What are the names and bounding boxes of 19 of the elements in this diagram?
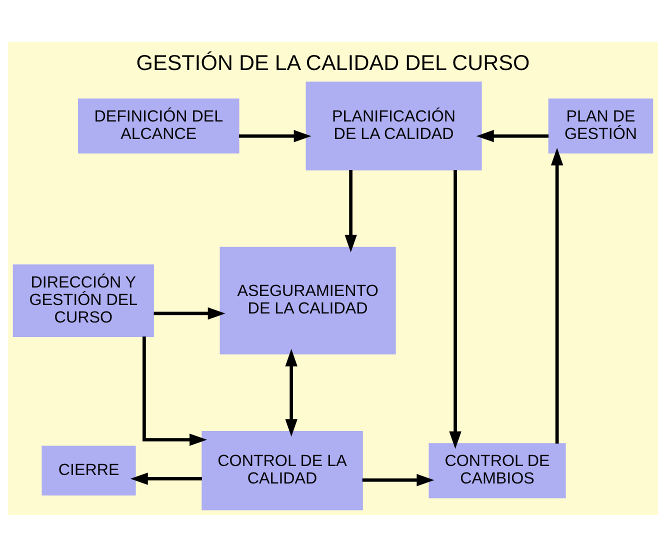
arrow [285,348,298,437]
node-box: DEFINICIÓN DEL ALCANCE [78,98,240,154]
node-box: ASEGURAMIENTO DE LA CALIDAD [220,246,396,354]
node-box: CIERRE [42,446,136,496]
arrow [449,170,462,449]
arrow [362,474,434,486]
arrow [154,307,226,320]
node-box: PLAN DE GESTIÓN [548,98,654,154]
node-box: CONTROL DE CAMBIOS [428,443,566,498]
diagram-title: GESTIÓN DE LA CALIDAD DEL CURSO [136,50,530,75]
arrow [476,130,549,142]
node-box: PLANIFICACIÓN DE LA CALIDAD [306,82,482,170]
arrow [550,148,564,444]
arrow [344,170,357,252]
arrow [130,472,202,485]
arrow [238,130,312,142]
node-box: DIRECCIÓN Y GESTIÓN DEL CURSO [12,264,154,337]
node-box: CONTROL DE LA CALIDAD [202,431,363,510]
arrow [142,336,208,446]
